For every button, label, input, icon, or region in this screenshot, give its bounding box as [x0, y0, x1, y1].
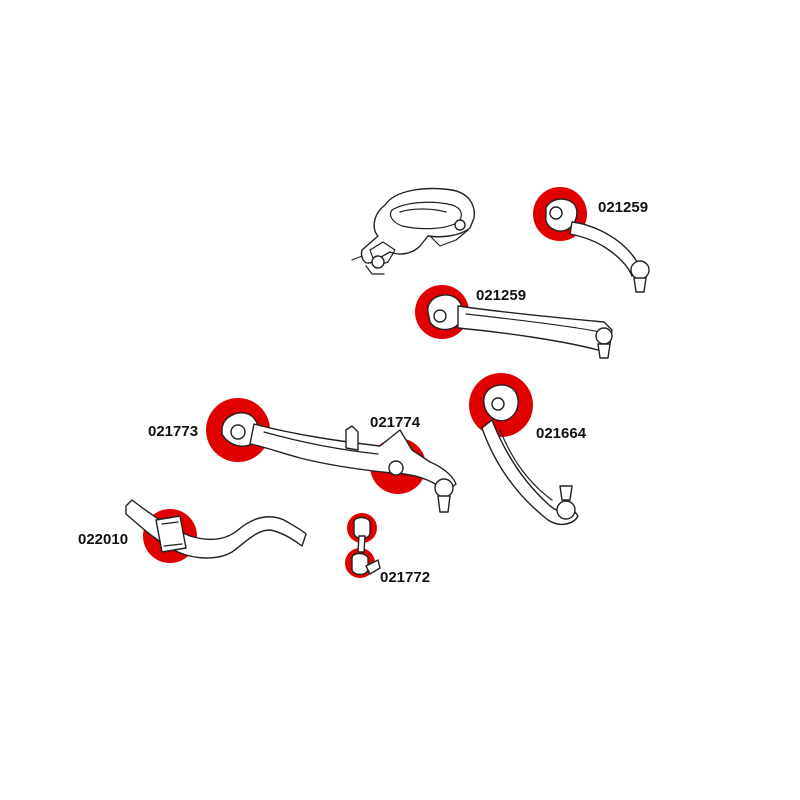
part-number-021772: 021772: [380, 569, 431, 586]
rear-arm-drawing: [469, 373, 579, 526]
part-number-022010: 022010: [78, 531, 129, 548]
upper-arm-long-drawing: [415, 285, 613, 359]
stabilizer-bar-drawing: [125, 499, 307, 563]
lower-arm-drawing: [206, 398, 457, 513]
part-number-021259-middle: 021259: [476, 287, 527, 304]
part-number-021664: 021664: [536, 425, 587, 442]
part-number-021259-top: 021259: [598, 199, 649, 216]
part-number-021774: 021774: [370, 414, 421, 431]
steering-knuckle-drawing: [351, 187, 475, 275]
part-number-021773: 021773: [148, 423, 199, 440]
upper-arm-small-drawing: [533, 187, 650, 293]
stabilizer-link-drawing: [345, 513, 381, 578]
